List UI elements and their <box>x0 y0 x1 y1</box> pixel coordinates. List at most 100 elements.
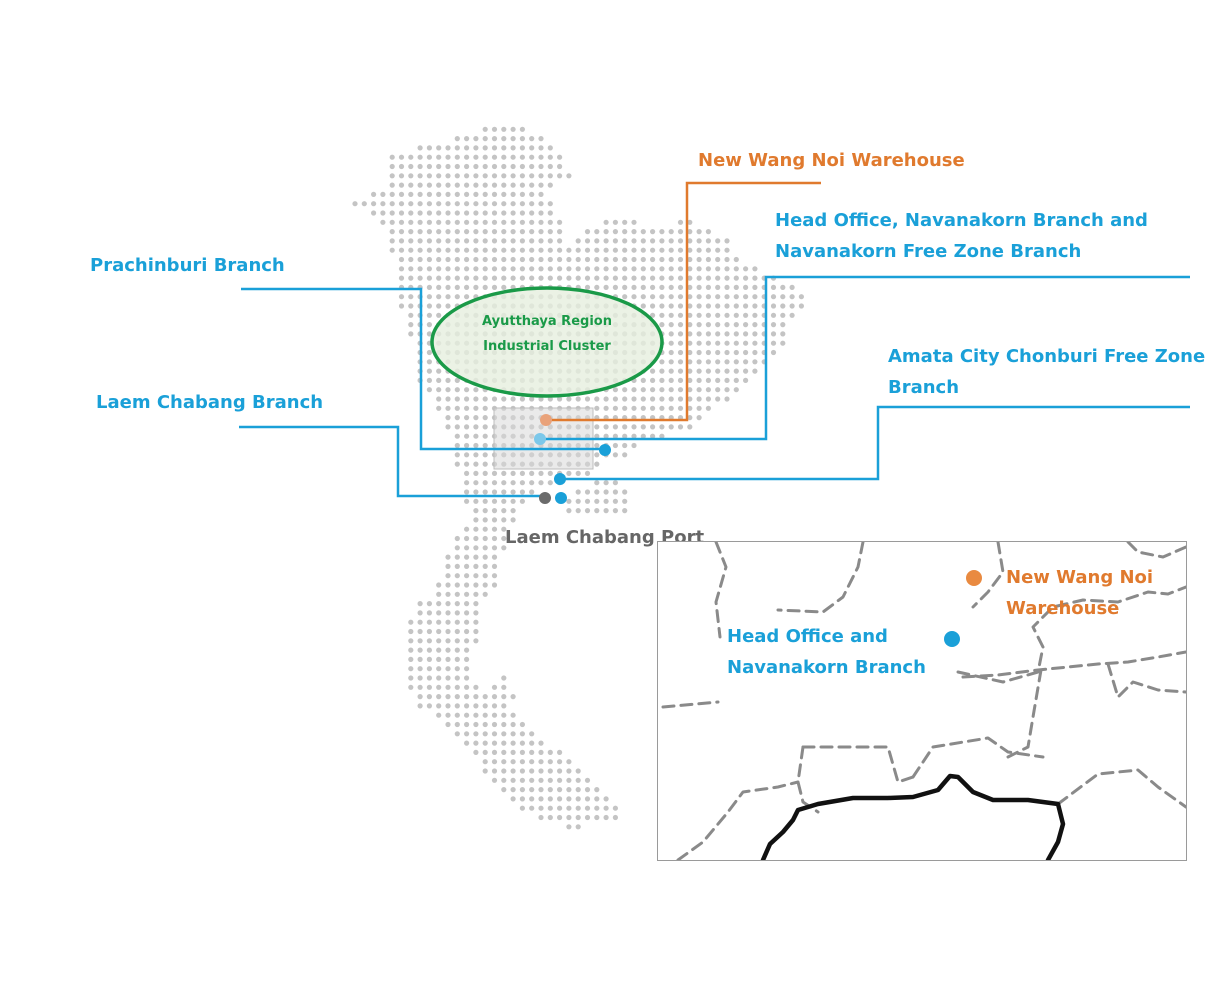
map-dot <box>482 452 488 458</box>
map-dot <box>575 787 581 793</box>
map-dot <box>445 266 451 272</box>
map-dot <box>575 266 581 272</box>
map-dot <box>454 573 460 579</box>
map-dot <box>482 591 488 597</box>
map-dot <box>705 229 712 235</box>
map-dot <box>575 247 581 253</box>
map-dot <box>445 591 451 597</box>
map-dot <box>650 256 656 263</box>
map-dot <box>557 256 563 263</box>
map-dot <box>584 498 591 504</box>
map-dot <box>575 489 581 495</box>
map-dot <box>482 470 488 476</box>
map-dot <box>743 303 749 309</box>
map-dot <box>668 247 674 253</box>
map-dot <box>482 173 488 179</box>
map-dot <box>594 238 600 244</box>
map-dot <box>510 229 516 235</box>
map-dot <box>464 573 470 579</box>
map-dot <box>743 275 749 281</box>
map-dot <box>417 666 423 672</box>
map-dot <box>770 303 777 309</box>
map-dot <box>510 470 516 476</box>
inset-label-warehouse-line2: Warehouse <box>1006 598 1120 619</box>
map-dot <box>473 201 479 207</box>
map-dot <box>426 331 432 337</box>
map-dot <box>501 284 507 290</box>
map-dot <box>464 563 470 570</box>
map-dot <box>687 415 693 421</box>
map-dot <box>491 498 498 504</box>
map-dot <box>650 433 656 439</box>
leader-line-prachinburi <box>241 287 605 451</box>
map-dot <box>398 210 405 216</box>
map-dot <box>380 219 386 225</box>
map-dot <box>677 238 684 244</box>
map-dot <box>473 275 479 281</box>
map-dot <box>464 238 470 244</box>
map-dot <box>454 582 460 588</box>
map-dot <box>659 387 665 393</box>
map-dot <box>473 387 479 393</box>
map-dot <box>482 768 488 774</box>
map-dot <box>398 294 405 300</box>
map-dot <box>752 349 758 356</box>
map-dot <box>519 238 526 244</box>
map-dot <box>594 814 600 821</box>
map-dot <box>519 145 526 151</box>
map-dot <box>584 787 591 793</box>
marker-new-wang-noi <box>540 414 552 426</box>
map-dot <box>426 694 432 700</box>
map-dot <box>482 238 488 244</box>
map-dot <box>408 619 414 625</box>
map-dot <box>482 740 488 746</box>
map-dot <box>436 294 442 300</box>
map-dot <box>464 387 470 393</box>
map-dot <box>464 638 470 644</box>
map-dot <box>454 591 460 597</box>
map-dot <box>445 210 451 216</box>
map-dot <box>473 731 479 737</box>
map-dot <box>445 173 451 179</box>
map-dot <box>464 619 470 625</box>
map-dot <box>445 163 451 170</box>
map-dot <box>538 759 544 765</box>
map-dot <box>454 219 460 225</box>
map-dot <box>426 145 432 151</box>
map-dot <box>529 136 535 142</box>
map-dot <box>464 229 470 235</box>
map-dot <box>491 284 498 290</box>
map-dot <box>482 284 488 290</box>
map-dot <box>603 498 609 504</box>
map-dot <box>501 721 507 728</box>
map-dot <box>473 480 479 486</box>
map-dot <box>436 247 442 253</box>
map-dot <box>715 303 721 309</box>
map-dot <box>445 582 451 588</box>
map-dot <box>677 349 684 356</box>
map-dot <box>491 126 498 132</box>
map-dot <box>538 768 544 774</box>
map-dot <box>668 322 674 328</box>
map-dot <box>464 461 470 467</box>
map-dot <box>436 238 442 244</box>
label-head-office-line1: Head Office, Navanakorn Branch and <box>775 210 1148 231</box>
map-dot <box>677 377 684 383</box>
map-dot <box>538 219 544 225</box>
map-dot <box>454 201 460 207</box>
map-dot <box>622 256 628 263</box>
map-dot <box>650 424 656 430</box>
map-dot <box>389 173 395 179</box>
map-dot <box>473 498 479 504</box>
map-dot <box>491 554 498 560</box>
map-dot <box>464 191 470 197</box>
map-dot <box>557 238 563 244</box>
map-dot <box>464 647 470 653</box>
map-dot <box>454 461 460 467</box>
map-dot <box>482 582 488 588</box>
map-dot <box>724 359 730 365</box>
map-dot <box>752 368 758 374</box>
map-dot <box>473 238 479 244</box>
map-dot <box>640 377 646 383</box>
map-dot <box>417 229 423 235</box>
